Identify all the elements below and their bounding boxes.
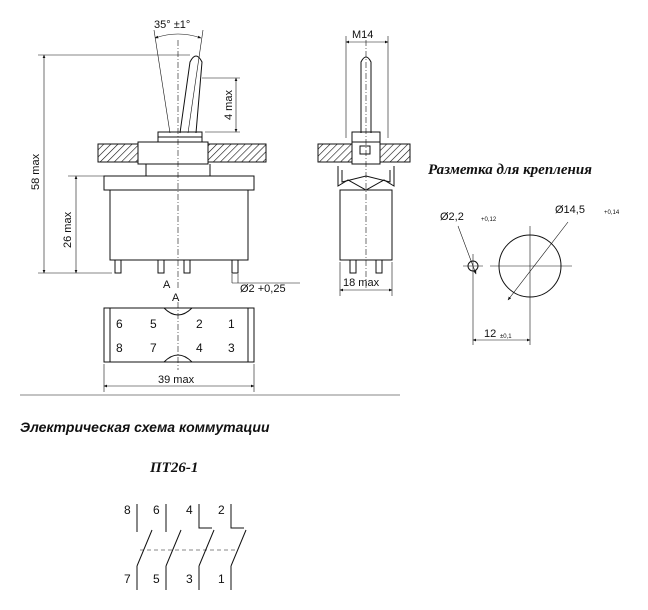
- panel-left: [97, 143, 139, 163]
- term-8: 8: [116, 341, 123, 355]
- large-hole-label: Ø14,5: [555, 204, 585, 216]
- spacing-tol: ±0,1: [500, 334, 512, 340]
- term-1: 1: [228, 317, 235, 331]
- lever-max-label: 4 max: [223, 90, 235, 120]
- section-mark-a: A: [163, 279, 171, 291]
- term-5: 5: [150, 317, 157, 331]
- mounting-title: Разметка для крепления: [428, 162, 592, 178]
- small-hole-tol: +0,12: [481, 217, 497, 223]
- width-label: 39 max: [158, 374, 195, 386]
- pin-7: 7: [124, 572, 131, 586]
- panel-right: [207, 143, 267, 163]
- bottom-view: 6 5 2 1 8 7 4 3 39 max: [103, 302, 255, 392]
- pin-2: 2: [218, 503, 225, 517]
- side-view: M14 18 max: [317, 29, 411, 296]
- front-pins: [114, 259, 239, 274]
- section-mark-a2: A: [172, 292, 180, 304]
- term-3: 3: [228, 341, 235, 355]
- front-view: 35° ±1° 4 max 58 max: [30, 19, 300, 304]
- large-hole-tol: +0,14: [604, 210, 620, 216]
- pin-1: 1: [218, 572, 225, 586]
- pin-8: 8: [124, 503, 131, 517]
- switching-schematic: Электрическая схема коммутации ПТ26-1 8 …: [20, 419, 270, 590]
- depth-label: 18 max: [343, 277, 380, 289]
- term-2: 2: [196, 317, 203, 331]
- switch-body: [109, 189, 249, 261]
- term-7: 7: [150, 341, 157, 355]
- small-hole-label: Ø2,2: [440, 211, 464, 223]
- lever: [179, 55, 203, 134]
- pin-6: 6: [153, 503, 160, 517]
- model-label: ПТ26-1: [149, 460, 198, 476]
- pin-3: 3: [186, 572, 193, 586]
- pin-4: 4: [186, 503, 193, 517]
- mounting-layout: Разметка для крепления Ø2,2 +0,12 Ø14,5 …: [428, 162, 620, 345]
- body-flange: [103, 175, 255, 191]
- term-4: 4: [196, 341, 203, 355]
- term-6: 6: [116, 317, 123, 331]
- angle-label: 35° ±1°: [154, 19, 190, 31]
- schematic-title: Электрическая схема коммутации: [20, 419, 270, 435]
- pin-5: 5: [153, 572, 160, 586]
- total-height-label: 58 max: [30, 153, 42, 190]
- thread-label: M14: [352, 29, 373, 41]
- pin-diameter-label: Ø2 +0,25: [240, 283, 286, 295]
- body-height-label: 26 max: [62, 211, 74, 248]
- spacing-label: 12: [484, 328, 496, 340]
